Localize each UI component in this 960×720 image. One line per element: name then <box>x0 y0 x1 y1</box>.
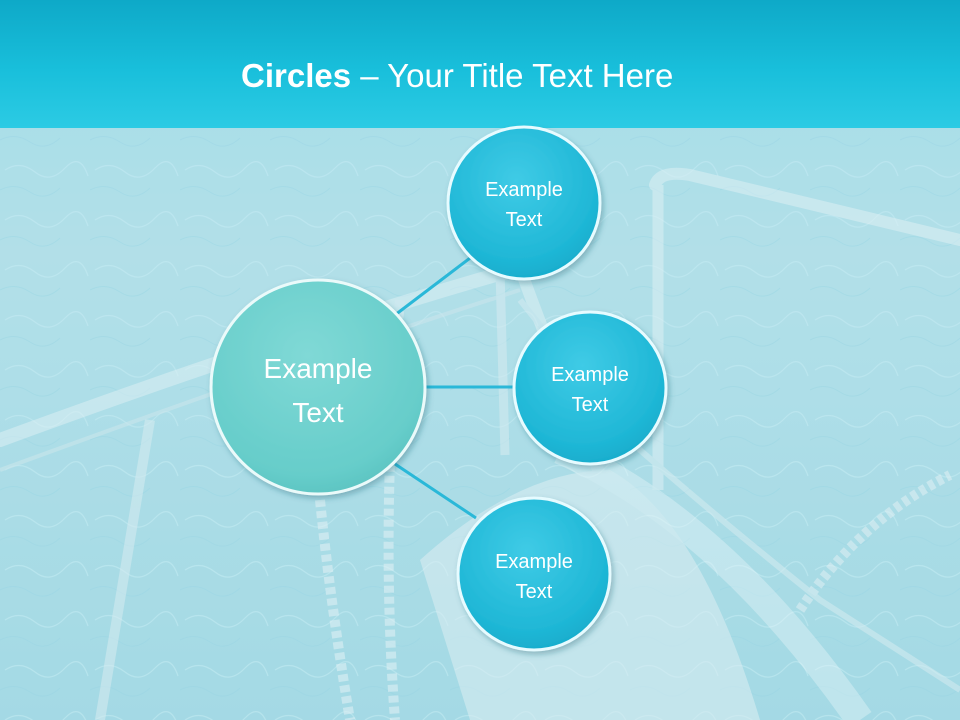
connector-line-top <box>394 253 475 317</box>
center-label-line1: Example <box>264 353 373 384</box>
slide-title: Circles – Your Title Text Here <box>241 54 673 98</box>
title-separator: – <box>351 57 388 94</box>
child-top-label-line1: Example <box>485 179 563 201</box>
child-middle-label-line1: Example <box>551 364 629 386</box>
child-circle-middle[interactable]: Example Text <box>512 310 668 466</box>
center-label-line2: Text <box>292 397 344 428</box>
child-bottom-label-line1: Example <box>495 551 573 573</box>
center-circle[interactable]: Example Text <box>209 278 427 496</box>
child-bottom-label-line2: Text <box>516 581 553 603</box>
child-middle-label-line2: Text <box>572 394 609 416</box>
child-top-label-line2: Text <box>506 209 543 231</box>
title-bold: Circles <box>241 57 352 94</box>
connector-line-bottom <box>394 462 477 520</box>
child-circle-bottom[interactable]: Example Text <box>456 496 612 652</box>
title-rest: Your Title Text Here <box>387 57 674 94</box>
title-band <box>0 0 960 128</box>
child-circle-top[interactable]: Example Text <box>446 125 602 281</box>
